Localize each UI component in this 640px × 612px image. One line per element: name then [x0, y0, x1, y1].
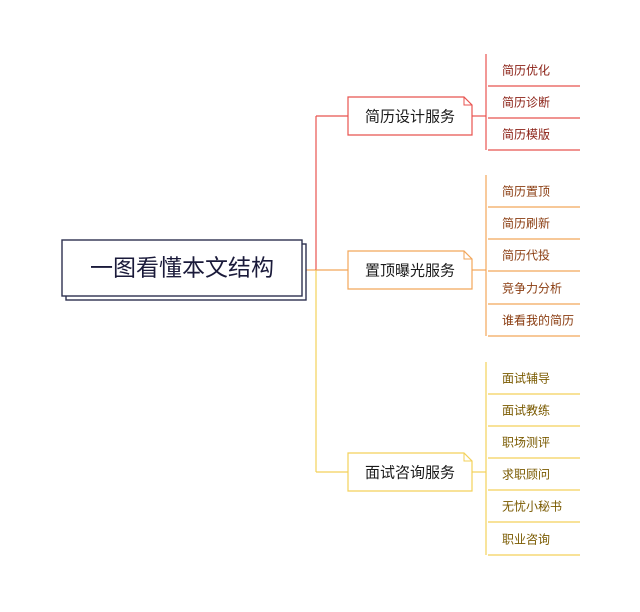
- branch-node-box: [347, 250, 473, 290]
- leaf-node[interactable]: 简历刷新: [488, 216, 580, 240]
- leaf-node-label: 谁看我的简历: [502, 313, 574, 328]
- root-node-box: [61, 239, 303, 297]
- leaf-node[interactable]: 谁看我的简历: [488, 313, 580, 337]
- leaf-node-label: 竞争力分析: [502, 282, 562, 296]
- leaf-node-label: 简历代投: [502, 248, 550, 263]
- connector-lines: [306, 54, 487, 555]
- branch-node-label: 置顶曝光服务: [365, 262, 455, 280]
- leaf-node[interactable]: 简历代投: [488, 248, 580, 272]
- leaf-node[interactable]: 简历优化: [488, 64, 580, 87]
- leaf-node-label: 面试辅导: [502, 371, 550, 386]
- branch-node-label: 面试咨询服务: [365, 464, 455, 482]
- leaf-node-label: 简历刷新: [502, 216, 550, 231]
- leaf-node[interactable]: 简历诊断: [488, 95, 580, 119]
- leaf-node-label: 简历模版: [502, 128, 550, 142]
- leaf-node-label: 面试教练: [502, 403, 550, 418]
- leaf-node-label: 求职顾问: [502, 468, 550, 482]
- leaf-node[interactable]: 职业咨询: [488, 532, 580, 556]
- branch-node-label: 简历设计服务: [365, 108, 455, 126]
- leaf-node-label: 简历诊断: [502, 95, 550, 110]
- branch-node[interactable]: 简历设计服务: [347, 96, 473, 136]
- leaf-node[interactable]: 简历置顶: [488, 185, 580, 208]
- leaf-node[interactable]: 无忧小秘书: [488, 500, 580, 523]
- folded-corner-icon: [463, 251, 472, 260]
- leaf-node-label: 无忧小秘书: [502, 500, 562, 514]
- leaf-node[interactable]: 职场测评: [488, 436, 580, 459]
- leaf-node[interactable]: 简历模版: [488, 128, 580, 151]
- leaf-node-label: 职业咨询: [502, 532, 550, 547]
- leaf-node[interactable]: 面试教练: [488, 403, 580, 427]
- root-node-label: 一图看懂本文结构: [90, 256, 274, 282]
- branch-node[interactable]: 面试咨询服务: [347, 452, 473, 492]
- branch-node-box: [347, 96, 473, 136]
- branch-node-box: [347, 452, 473, 492]
- branch-node[interactable]: 置顶曝光服务: [347, 250, 473, 290]
- folded-corner-icon: [463, 453, 472, 462]
- leaf-node[interactable]: 竞争力分析: [488, 282, 580, 305]
- leaf-node-label: 简历优化: [502, 64, 550, 78]
- leaf-node-label: 职场测评: [502, 436, 550, 450]
- leaf-node[interactable]: 求职顾问: [488, 468, 580, 491]
- leaf-nodes: 简历优化简历诊断简历模版简历置顶简历刷新简历代投竞争力分析谁看我的简历面试辅导面…: [488, 64, 580, 556]
- leaf-node-label: 简历置顶: [502, 185, 550, 199]
- folded-corner-icon: [463, 97, 472, 106]
- root-node[interactable]: 一图看懂本文结构: [61, 239, 307, 301]
- leaf-node[interactable]: 面试辅导: [488, 371, 580, 395]
